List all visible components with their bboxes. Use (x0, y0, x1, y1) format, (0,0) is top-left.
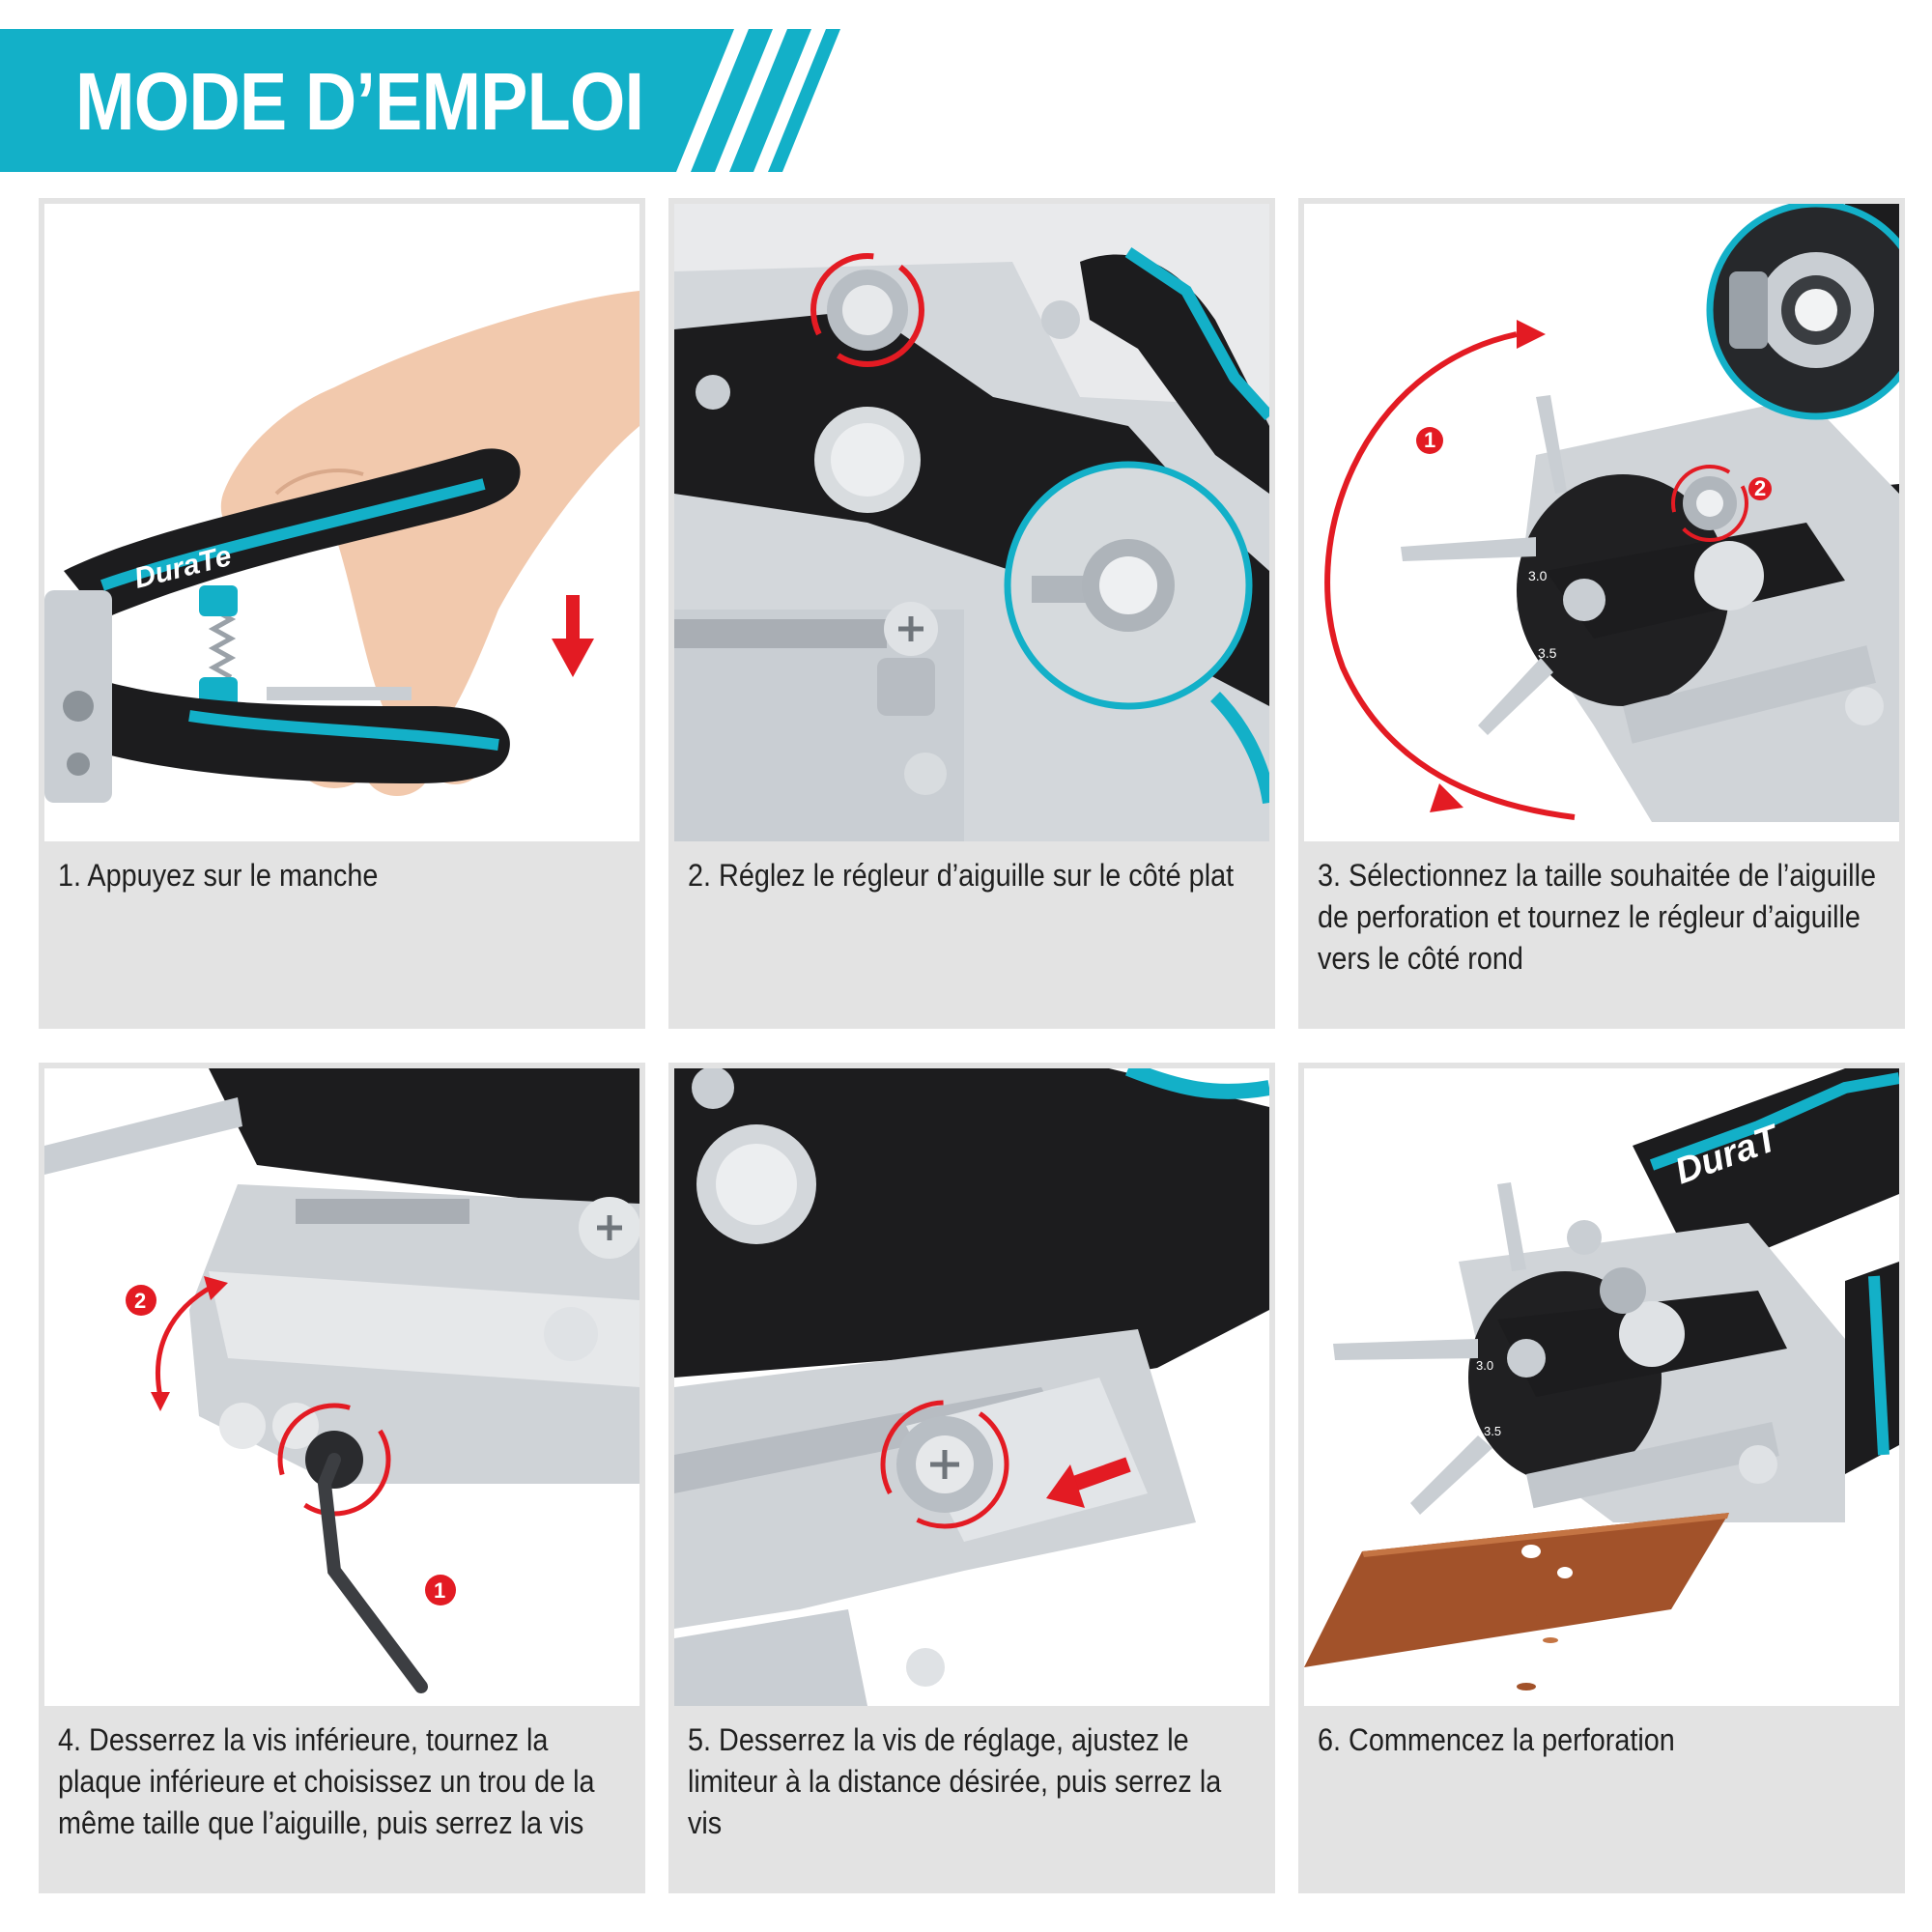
marker-2-icon (126, 1285, 156, 1316)
step-6-photo: DuraT 3.0 3.5 (1304, 1068, 1899, 1706)
step-3-caption: 3. Sélectionnez la taille souhaitée de l… (1318, 858, 1876, 976)
adjusting-limiter-screw-icon (674, 1068, 1269, 1706)
step-card-4: 1 2 4. Desserrez la vis inférieure, tour… (39, 1063, 645, 1893)
step-2-photo (674, 204, 1269, 841)
rotation-arc-icon (1324, 331, 1576, 820)
page-title: MODE D’EMPLOI (75, 56, 644, 147)
marker-2-label: 2 (134, 1289, 146, 1313)
marker-1-icon (425, 1575, 456, 1605)
step-card-1: DuraTe 1. Appuyez sur le manche (39, 198, 645, 1029)
step-card-5: 5. Desserrez la vis de réglage, ajustez … (668, 1063, 1275, 1893)
rotate-arrow-icon (880, 1400, 1009, 1529)
rotating-turret-icon: 1 3.0 3.5 2 (1324, 204, 1899, 822)
step-4-caption: 4. Desserrez la vis inférieure, tournez … (58, 1722, 595, 1840)
step-3-photo: 1 3.0 3.5 2 (1304, 204, 1899, 841)
size-label-35: 3.5 (1538, 645, 1557, 661)
step-1-photo: DuraTe (44, 204, 639, 841)
step-4-photo: 1 2 (44, 1068, 639, 1706)
hand-pressing-handle-icon: DuraTe (44, 291, 639, 803)
step-card-2: 2. Réglez le régleur d’aiguille sur le c… (668, 198, 1275, 1029)
size-label-30: 3.0 (1528, 568, 1548, 583)
marker-1-label: 1 (1424, 428, 1435, 452)
step-2-caption: 2. Réglez le régleur d’aiguille sur le c… (688, 858, 1235, 893)
step-6-caption: 6. Commencez la perforation (1318, 1722, 1675, 1757)
step-card-3: 1 3.0 3.5 2 (1298, 198, 1905, 1029)
banner-shape (0, 29, 840, 172)
needle-adjuster-flat-side-icon (674, 204, 1269, 841)
marker-2-icon (1748, 477, 1772, 500)
punching-leather-icon: DuraT 3.0 3.5 (1304, 1068, 1899, 1690)
hex-key-bottom-screw-icon: 1 2 (44, 1068, 639, 1693)
rotate-arrow-icon (810, 253, 924, 367)
marker-2-label: 2 (1754, 476, 1766, 500)
marker-1-icon (1416, 427, 1443, 454)
size-label-30: 3.0 (1476, 1358, 1493, 1373)
step-5-caption: 5. Desserrez la vis de réglage, ajustez … (688, 1722, 1222, 1840)
step-1-caption: 1. Appuyez sur le manche (58, 858, 379, 893)
step-card-6: DuraT 3.0 3.5 (1298, 1063, 1905, 1893)
size-label-35: 3.5 (1484, 1424, 1501, 1438)
marker-1-label: 1 (434, 1578, 445, 1603)
step-5-photo (674, 1068, 1269, 1706)
header-banner: MODE D’EMPLOI (0, 29, 840, 172)
down-arrow-icon (566, 595, 580, 643)
